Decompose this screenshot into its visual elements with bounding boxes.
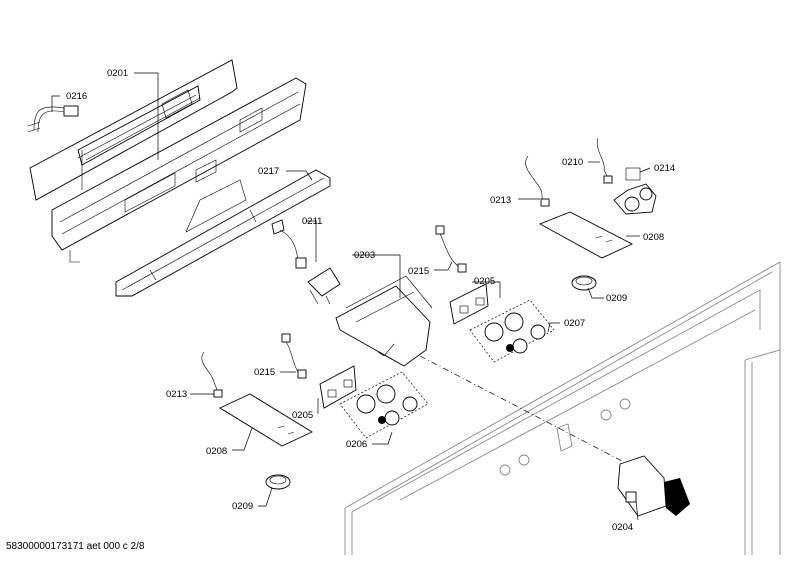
label-0216: 0216 bbox=[66, 91, 87, 102]
label-0211: 0211 bbox=[302, 216, 322, 227]
label-0209-upper: 0209 bbox=[606, 293, 627, 304]
sensor-wire-0213-lower bbox=[201, 351, 223, 398]
part-labels: 0201 0216 0217 0211 0203 0215 0205 0207 … bbox=[66, 68, 675, 533]
label-0205-upper: 0205 bbox=[474, 276, 495, 287]
wire-0210 bbox=[596, 137, 613, 184]
label-0213-lower: 0213 bbox=[166, 389, 187, 400]
document-reference: 58300000173171 aet 000 c 2/8 bbox=[6, 541, 145, 552]
knob-set-0207 bbox=[469, 299, 555, 363]
label-0214: 0214 bbox=[654, 163, 675, 174]
label-0213-upper: 0213 bbox=[490, 195, 511, 206]
leader-lines bbox=[51, 72, 651, 521]
knob-set-0206 bbox=[339, 371, 429, 439]
label-0205-lower: 0205 bbox=[292, 410, 313, 421]
sensor-wire-0213-upper bbox=[525, 155, 550, 207]
grommet-0209-upper bbox=[571, 275, 597, 291]
wire-0215-upper bbox=[435, 225, 467, 273]
rail-0217 bbox=[115, 169, 331, 297]
rotary-switch-0204 bbox=[617, 455, 690, 517]
grommet-0209-lower bbox=[265, 474, 291, 490]
label-0215-upper: 0215 bbox=[408, 266, 429, 277]
plate-0208-upper bbox=[538, 211, 634, 259]
oven-front-panel bbox=[344, 261, 781, 555]
label-0208-upper: 0208 bbox=[643, 232, 664, 243]
control-panel-part bbox=[29, 59, 307, 263]
label-0203: 0203 bbox=[354, 250, 375, 261]
label-0207: 0207 bbox=[564, 318, 585, 329]
wire-0215-lower bbox=[281, 333, 307, 379]
label-0209-lower: 0209 bbox=[232, 501, 253, 512]
alignment-axis-line bbox=[419, 355, 625, 463]
cable-0216 bbox=[27, 105, 79, 133]
bracket-0205-lower bbox=[319, 365, 357, 409]
motor-0214 bbox=[613, 167, 657, 215]
label-0201: 0201 bbox=[107, 68, 128, 79]
plate-0208-lower bbox=[219, 393, 313, 447]
label-0206: 0206 bbox=[346, 439, 367, 450]
label-0215-lower: 0215 bbox=[254, 367, 275, 378]
label-0210: 0210 bbox=[562, 157, 583, 168]
switch-housing-0203 bbox=[307, 267, 433, 367]
label-0204: 0204 bbox=[612, 522, 633, 533]
label-0217: 0217 bbox=[258, 166, 279, 177]
label-0208-lower: 0208 bbox=[206, 446, 227, 457]
bracket-0205-upper bbox=[449, 283, 489, 325]
wire-0211 bbox=[271, 219, 307, 269]
